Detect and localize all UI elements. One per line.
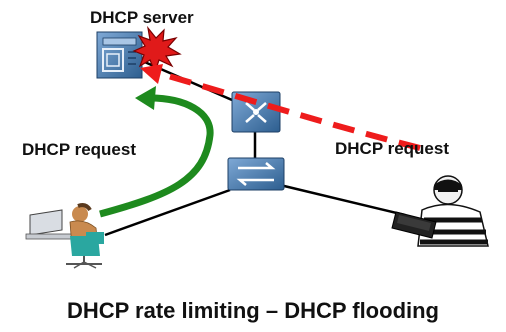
dhcp-request-label-left: DHCP request: [22, 140, 136, 159]
dhcp-request-label-right: DHCP request: [335, 139, 449, 158]
attacker-icon: [391, 175, 489, 247]
legit-arrow-head: [135, 86, 156, 110]
link-switch-user: [104, 188, 231, 237]
legit-request-arrow: [99, 94, 214, 218]
user-workstation-icon: [25, 203, 104, 269]
link-switch-attacker: [279, 183, 406, 217]
diagram-caption: DHCP rate limiting – DHCP flooding: [67, 298, 439, 323]
burst-icon: [132, 25, 182, 74]
switch-icon: [227, 157, 285, 191]
server-icon: [96, 31, 143, 79]
dhcp-server-label: DHCP server: [90, 8, 194, 27]
attack-arrow-head: [140, 64, 163, 84]
